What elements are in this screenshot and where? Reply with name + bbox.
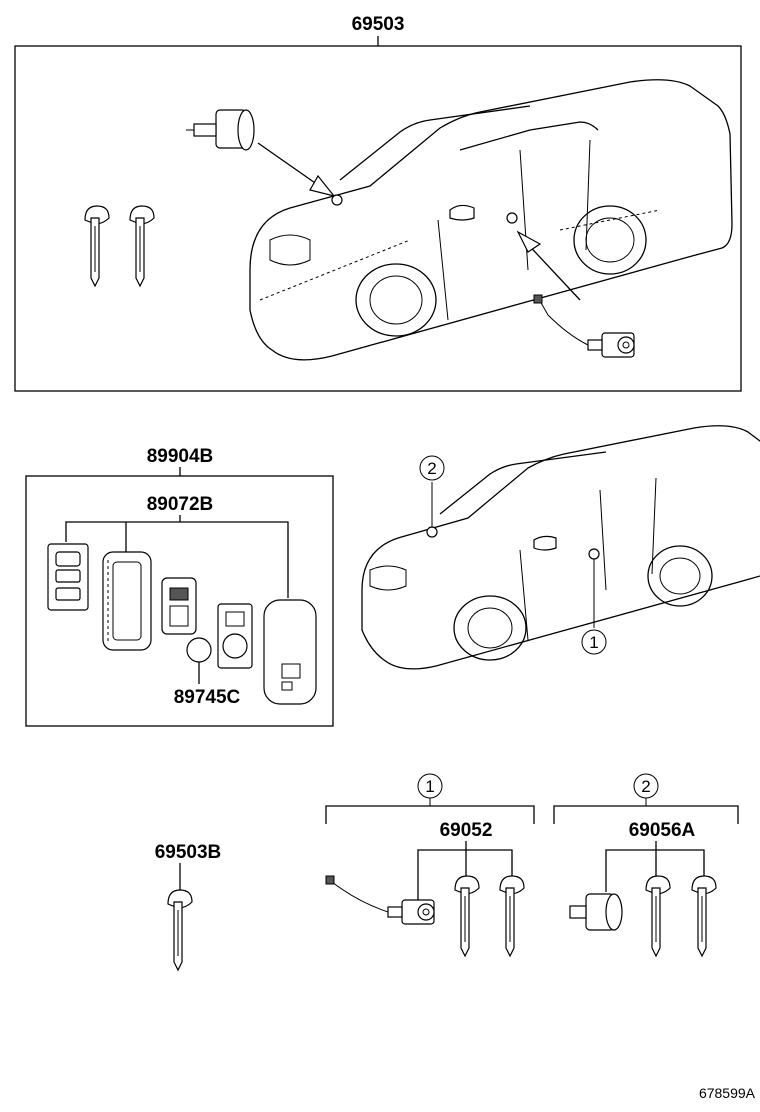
callout-circle-2 <box>419 455 445 481</box>
vehicle-drawing <box>249 79 733 361</box>
key-part <box>84 205 110 287</box>
label-remote-kit: 89904B <box>147 446 214 467</box>
ignition-cylinder-part <box>186 109 255 151</box>
key-blank-part <box>167 889 193 971</box>
housing-part <box>102 551 152 651</box>
label-ignition-cylinder-set: 69056A <box>629 820 696 841</box>
label-battery: 89745C <box>174 687 241 708</box>
label-key-blank: 69503B <box>155 842 222 863</box>
battery-part <box>186 637 212 663</box>
label-top-kit: 69503 <box>352 14 405 35</box>
battery-holder-part <box>217 603 253 669</box>
callout-circle-1 <box>581 629 607 655</box>
ignition-location-dot <box>331 194 343 206</box>
door-set-key-part <box>454 875 480 957</box>
top-kit-frame <box>14 45 742 392</box>
ign-set-key-part <box>645 875 671 957</box>
fob-cover-part <box>263 599 317 705</box>
label-transmitter: 89072B <box>147 494 214 515</box>
callout-1-number: 1 <box>589 633 598 652</box>
button-pad-part <box>47 543 89 611</box>
label-door-cylinder-set: 69052 <box>440 820 493 841</box>
reference-code: 678599A <box>699 1085 756 1101</box>
callout-2-number: 2 <box>427 459 436 478</box>
ign-set-key-part <box>691 875 717 957</box>
door-set-key-part <box>499 875 525 957</box>
set-2-number: 2 <box>641 777 650 796</box>
remote-kit-frame <box>25 475 334 727</box>
door-cylinder-part <box>533 294 635 358</box>
key-part <box>129 205 155 287</box>
set-1-number: 1 <box>425 777 434 796</box>
ignition-set-cylinder <box>569 893 623 931</box>
door-location-dot <box>506 212 518 224</box>
circuit-board-part <box>161 577 197 635</box>
door-cylinder-set-cylinder <box>325 875 435 925</box>
